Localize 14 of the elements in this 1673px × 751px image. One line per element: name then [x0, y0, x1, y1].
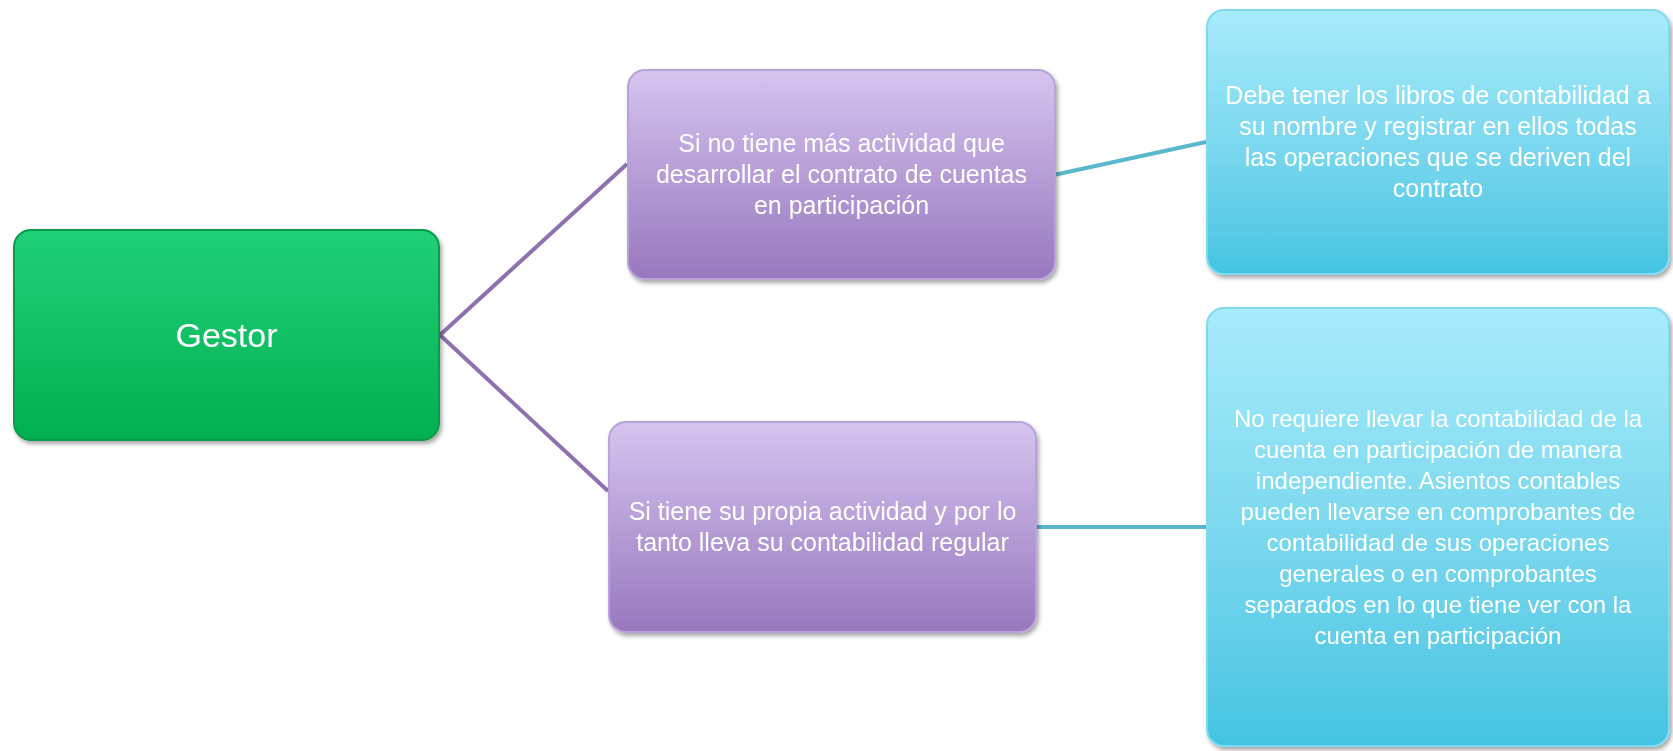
box-text: Debe tener los libros de contabilidad a su nombre y registrar en ellos todas las operaciones que se deriven del contrato — [1224, 80, 1652, 204]
outcome-box — [1206, 9, 1670, 275]
condition-box — [627, 69, 1056, 280]
connector-line — [438, 333, 610, 493]
root-box — [13, 229, 440, 441]
box-text: Gestor — [175, 314, 278, 356]
outcome-box — [1206, 307, 1670, 747]
connector-line — [1055, 140, 1207, 177]
box-text: Si tiene su propia actividad y por lo tanto lleva su contabilidad regular — [627, 496, 1018, 558]
box-text: No requiere llevar la contabilidad de la cuenta en participación de manera independiente. Asientos contables pueden llevarse en comprobantes de contabilidad de sus operaciones generales o en comprobantes separados en lo que tiene ver con la cuenta en participación — [1232, 404, 1644, 651]
connector-line — [438, 162, 629, 337]
connector-line — [1037, 525, 1206, 529]
box-text: Si no tiene más actividad que desarrollar el contrato de cuentas en participación — [654, 128, 1028, 221]
condition-box — [608, 421, 1037, 633]
